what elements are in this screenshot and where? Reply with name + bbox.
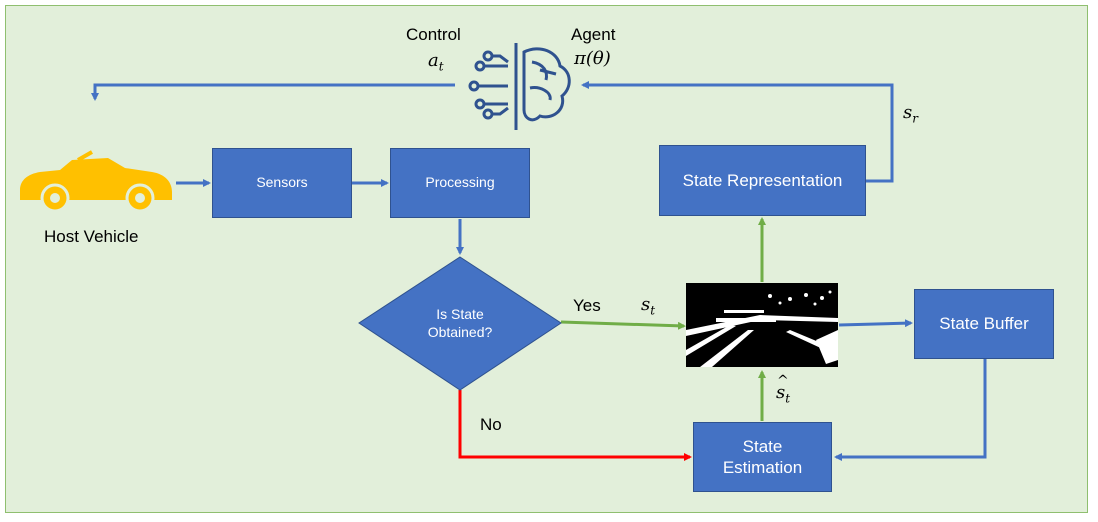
processing-box: Processing <box>390 148 530 218</box>
agent-label: Agent <box>571 25 616 44</box>
arrow-image-to-buffer <box>838 319 913 328</box>
control-action-symbol: at <box>428 50 444 74</box>
state-buffer-box: State Buffer <box>914 289 1054 359</box>
yes-label: Yes <box>573 296 601 315</box>
state-estimation-label: State Estimation <box>722 436 803 477</box>
arrow-no <box>458 390 692 461</box>
decision-label: Is State Obtained? <box>427 306 493 341</box>
sensors-label: Sensors <box>256 174 308 191</box>
state-representation-box: State Representation <box>659 145 866 216</box>
arrow-yes <box>560 320 686 330</box>
sensors-box: Sensors <box>212 148 352 218</box>
s-t-symbol: st <box>641 294 656 318</box>
arrow-buffer-to-estimation <box>834 358 987 461</box>
processing-label: Processing <box>425 174 495 191</box>
s-hat-symbol: st ^ <box>776 373 791 406</box>
s-r-symbol: sr <box>903 102 918 126</box>
agent-policy-symbol: π(θ) <box>574 48 611 69</box>
arrow-control-to-vehicle <box>91 83 455 101</box>
state-representation-label: State Representation <box>682 170 843 190</box>
state-buffer-label: State Buffer <box>939 314 1029 334</box>
no-label: No <box>480 415 502 434</box>
state-estimation-box: State Estimation <box>693 422 832 492</box>
host-vehicle-label: Host Vehicle <box>44 227 139 246</box>
arrow-representation-to-agent <box>581 81 894 183</box>
control-label: Control <box>406 25 461 44</box>
